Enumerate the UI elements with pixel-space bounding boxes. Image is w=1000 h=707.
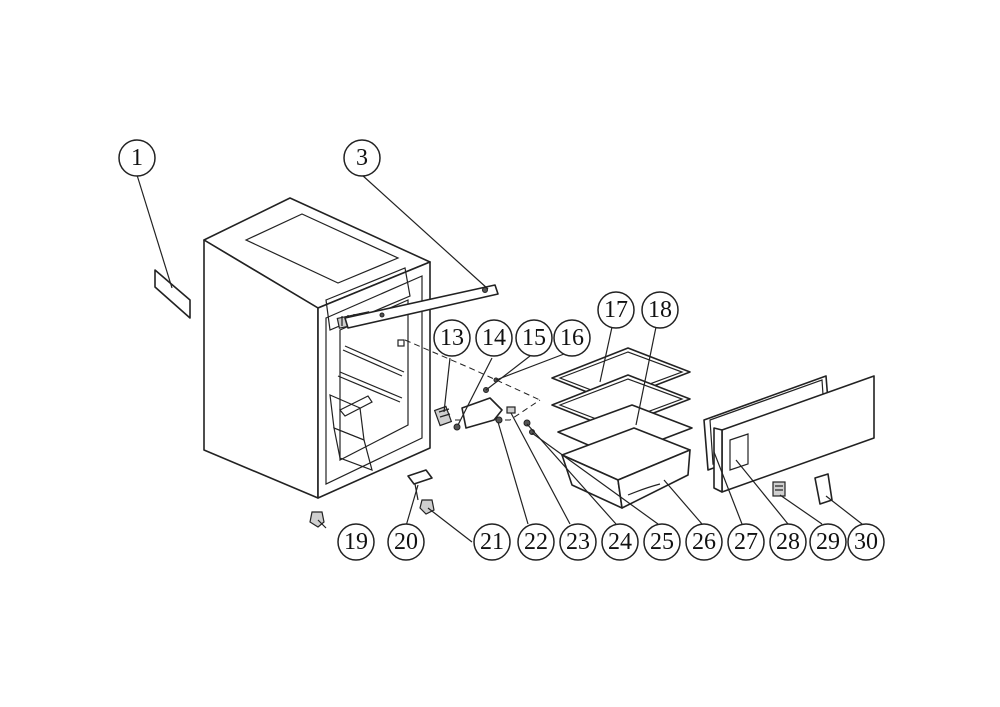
callout-28: 28	[769, 523, 807, 561]
callout-17: 17	[597, 291, 635, 329]
callout-label: 1	[131, 145, 143, 171]
callout-label: 14	[482, 325, 506, 351]
callout-27: 27	[727, 523, 765, 561]
part-3-trim-strip	[344, 284, 499, 329]
door-assembly	[703, 375, 875, 493]
callout-label: 25	[650, 529, 674, 555]
callout-label: 15	[522, 325, 546, 351]
callout-18: 18	[641, 291, 679, 329]
callout-label: 29	[816, 529, 840, 555]
callout-20: 20	[387, 523, 425, 561]
callout-19: 19	[337, 523, 375, 561]
callout-3: 3	[343, 139, 381, 177]
callout-14: 14	[475, 319, 513, 357]
callout-13: 13	[433, 319, 471, 357]
callout-22: 22	[517, 523, 555, 561]
part-1-label-plate	[154, 269, 191, 319]
callout-1: 1	[118, 139, 156, 177]
callout-label: 13	[440, 325, 464, 351]
callout-label: 26	[692, 529, 716, 555]
callout-29: 29	[809, 523, 847, 561]
callout-label: 18	[648, 297, 672, 323]
callout-23: 23	[559, 523, 597, 561]
callout-label: 30	[854, 529, 878, 555]
callout-label: 22	[524, 529, 548, 555]
callout-15: 15	[515, 319, 553, 357]
callout-label: 3	[356, 145, 368, 171]
hinge-assembly	[433, 377, 535, 435]
callout-25: 25	[643, 523, 681, 561]
callout-label: 28	[776, 529, 800, 555]
callout-24: 24	[601, 523, 639, 561]
refrigerator-cabinet	[203, 197, 431, 499]
callout-30: 30	[847, 523, 885, 561]
callout-label: 23	[566, 529, 590, 555]
assembly-lines	[404, 339, 541, 421]
leader-lines	[136, 174, 863, 543]
callout-label: 16	[560, 325, 584, 351]
callout-label: 20	[394, 529, 418, 555]
callout-label: 24	[608, 529, 632, 555]
callout-label: 27	[734, 529, 758, 555]
callout-label: 21	[480, 529, 504, 555]
callout-21: 21	[473, 523, 511, 561]
callout-label: 19	[344, 529, 368, 555]
door-small-parts	[772, 473, 833, 505]
shelves-and-crisper	[551, 347, 693, 509]
callout-label: 17	[604, 297, 628, 323]
callout-16: 16	[553, 319, 591, 357]
callout-26: 26	[685, 523, 723, 561]
